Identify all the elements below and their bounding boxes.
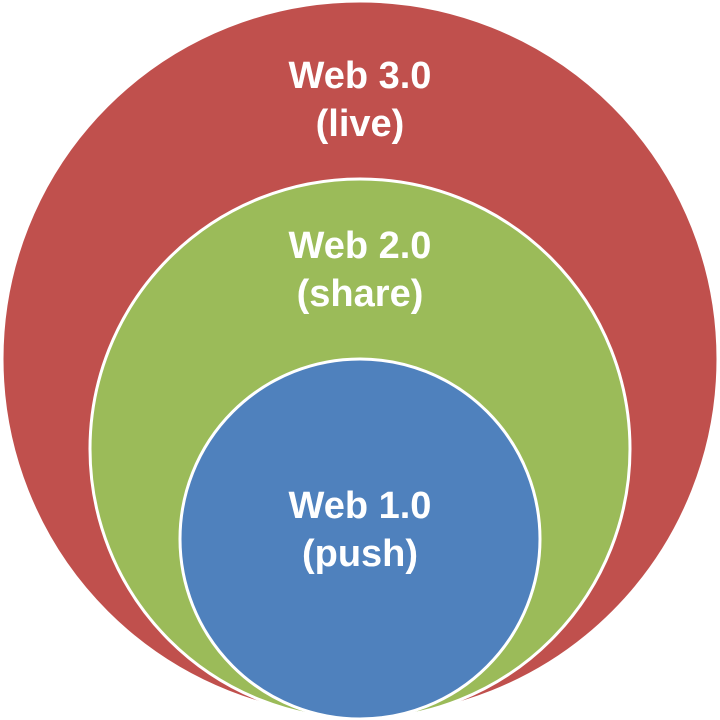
label-web-3-title: Web 3.0 bbox=[289, 55, 432, 97]
label-web-1-subtitle: (push) bbox=[302, 533, 418, 575]
label-web-2-subtitle: (share) bbox=[297, 273, 424, 315]
label-web-2-title: Web 2.0 bbox=[289, 225, 432, 267]
label-web-1-title: Web 1.0 bbox=[289, 485, 432, 527]
circle-web-1 bbox=[178, 357, 542, 720]
label-web-3-subtitle: (live) bbox=[316, 103, 405, 145]
